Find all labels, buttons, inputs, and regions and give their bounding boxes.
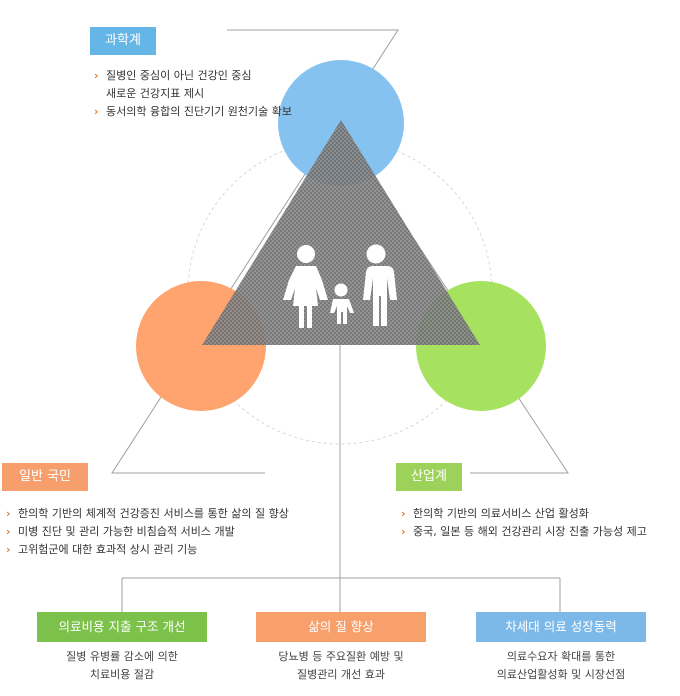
list-item: › 미병 진단 및 관리 가능한 비침습적 서비스 개발: [6, 523, 289, 541]
chevron-right-icon: ›: [6, 525, 11, 538]
chevron-right-icon: ›: [401, 525, 406, 538]
chevron-right-icon: ›: [94, 69, 99, 82]
public-list: › 한의학 기반의 체계적 건강증진 서비스를 통한 삶의 질 향상 › 미병 …: [6, 505, 289, 559]
science-label: 과학계: [90, 27, 156, 55]
outcome-growth-desc: 의료수요자 확대를 통한 의료산업활성화 및 시장선점: [496, 650, 626, 681]
chevron-right-icon: ›: [401, 507, 406, 520]
center-triangle: [202, 120, 480, 345]
public-label: 일반 국민: [2, 463, 88, 491]
outcome-cost-desc: 질병 유병률 감소에 의한 치료비용 절감: [66, 650, 178, 681]
outcome-growth-label: 차세대 의료 성장동력: [476, 612, 646, 642]
science-list: › 질병인 중심이 아닌 건강인 중심 새로운 건강지표 제시 › 동서의학 융…: [94, 67, 292, 121]
list-item: › 한의학 기반의 체계적 건강증진 서비스를 통한 삶의 질 향상: [6, 505, 289, 523]
outcome-quality-desc: 당뇨병 등 주요질환 예방 및 질병관리 개선 효과: [278, 650, 404, 681]
chevron-right-icon: ›: [6, 507, 11, 520]
list-item: › 동서의학 융합의 진단기기 원천기술 확보: [94, 103, 292, 121]
industry-label: 산업계: [396, 463, 462, 491]
list-item: › 한의학 기반의 의료서비스 산업 활성화: [401, 505, 647, 523]
list-item: › 고위험군에 대한 효과적 상시 관리 기능: [6, 541, 289, 559]
list-item: › 중국, 일본 등 해외 건강관리 시장 진출 가능성 제고: [401, 523, 647, 541]
industry-list: › 한의학 기반의 의료서비스 산업 활성화 › 중국, 일본 등 해외 건강관…: [401, 505, 647, 541]
outer-triangle-lines: [111, 29, 399, 474]
chevron-right-icon: ›: [94, 105, 99, 118]
chevron-right-icon: ›: [6, 543, 11, 556]
outcome-connectors: [121, 345, 561, 612]
family-icon: [283, 244, 397, 328]
outcome-quality-label: 삶의 질 향상: [256, 612, 426, 642]
list-item: › 질병인 중심이 아닌 건강인 중심 새로운 건강지표 제시: [94, 69, 252, 100]
outcome-cost-label: 의료비용 지출 구조 개선: [37, 612, 207, 642]
